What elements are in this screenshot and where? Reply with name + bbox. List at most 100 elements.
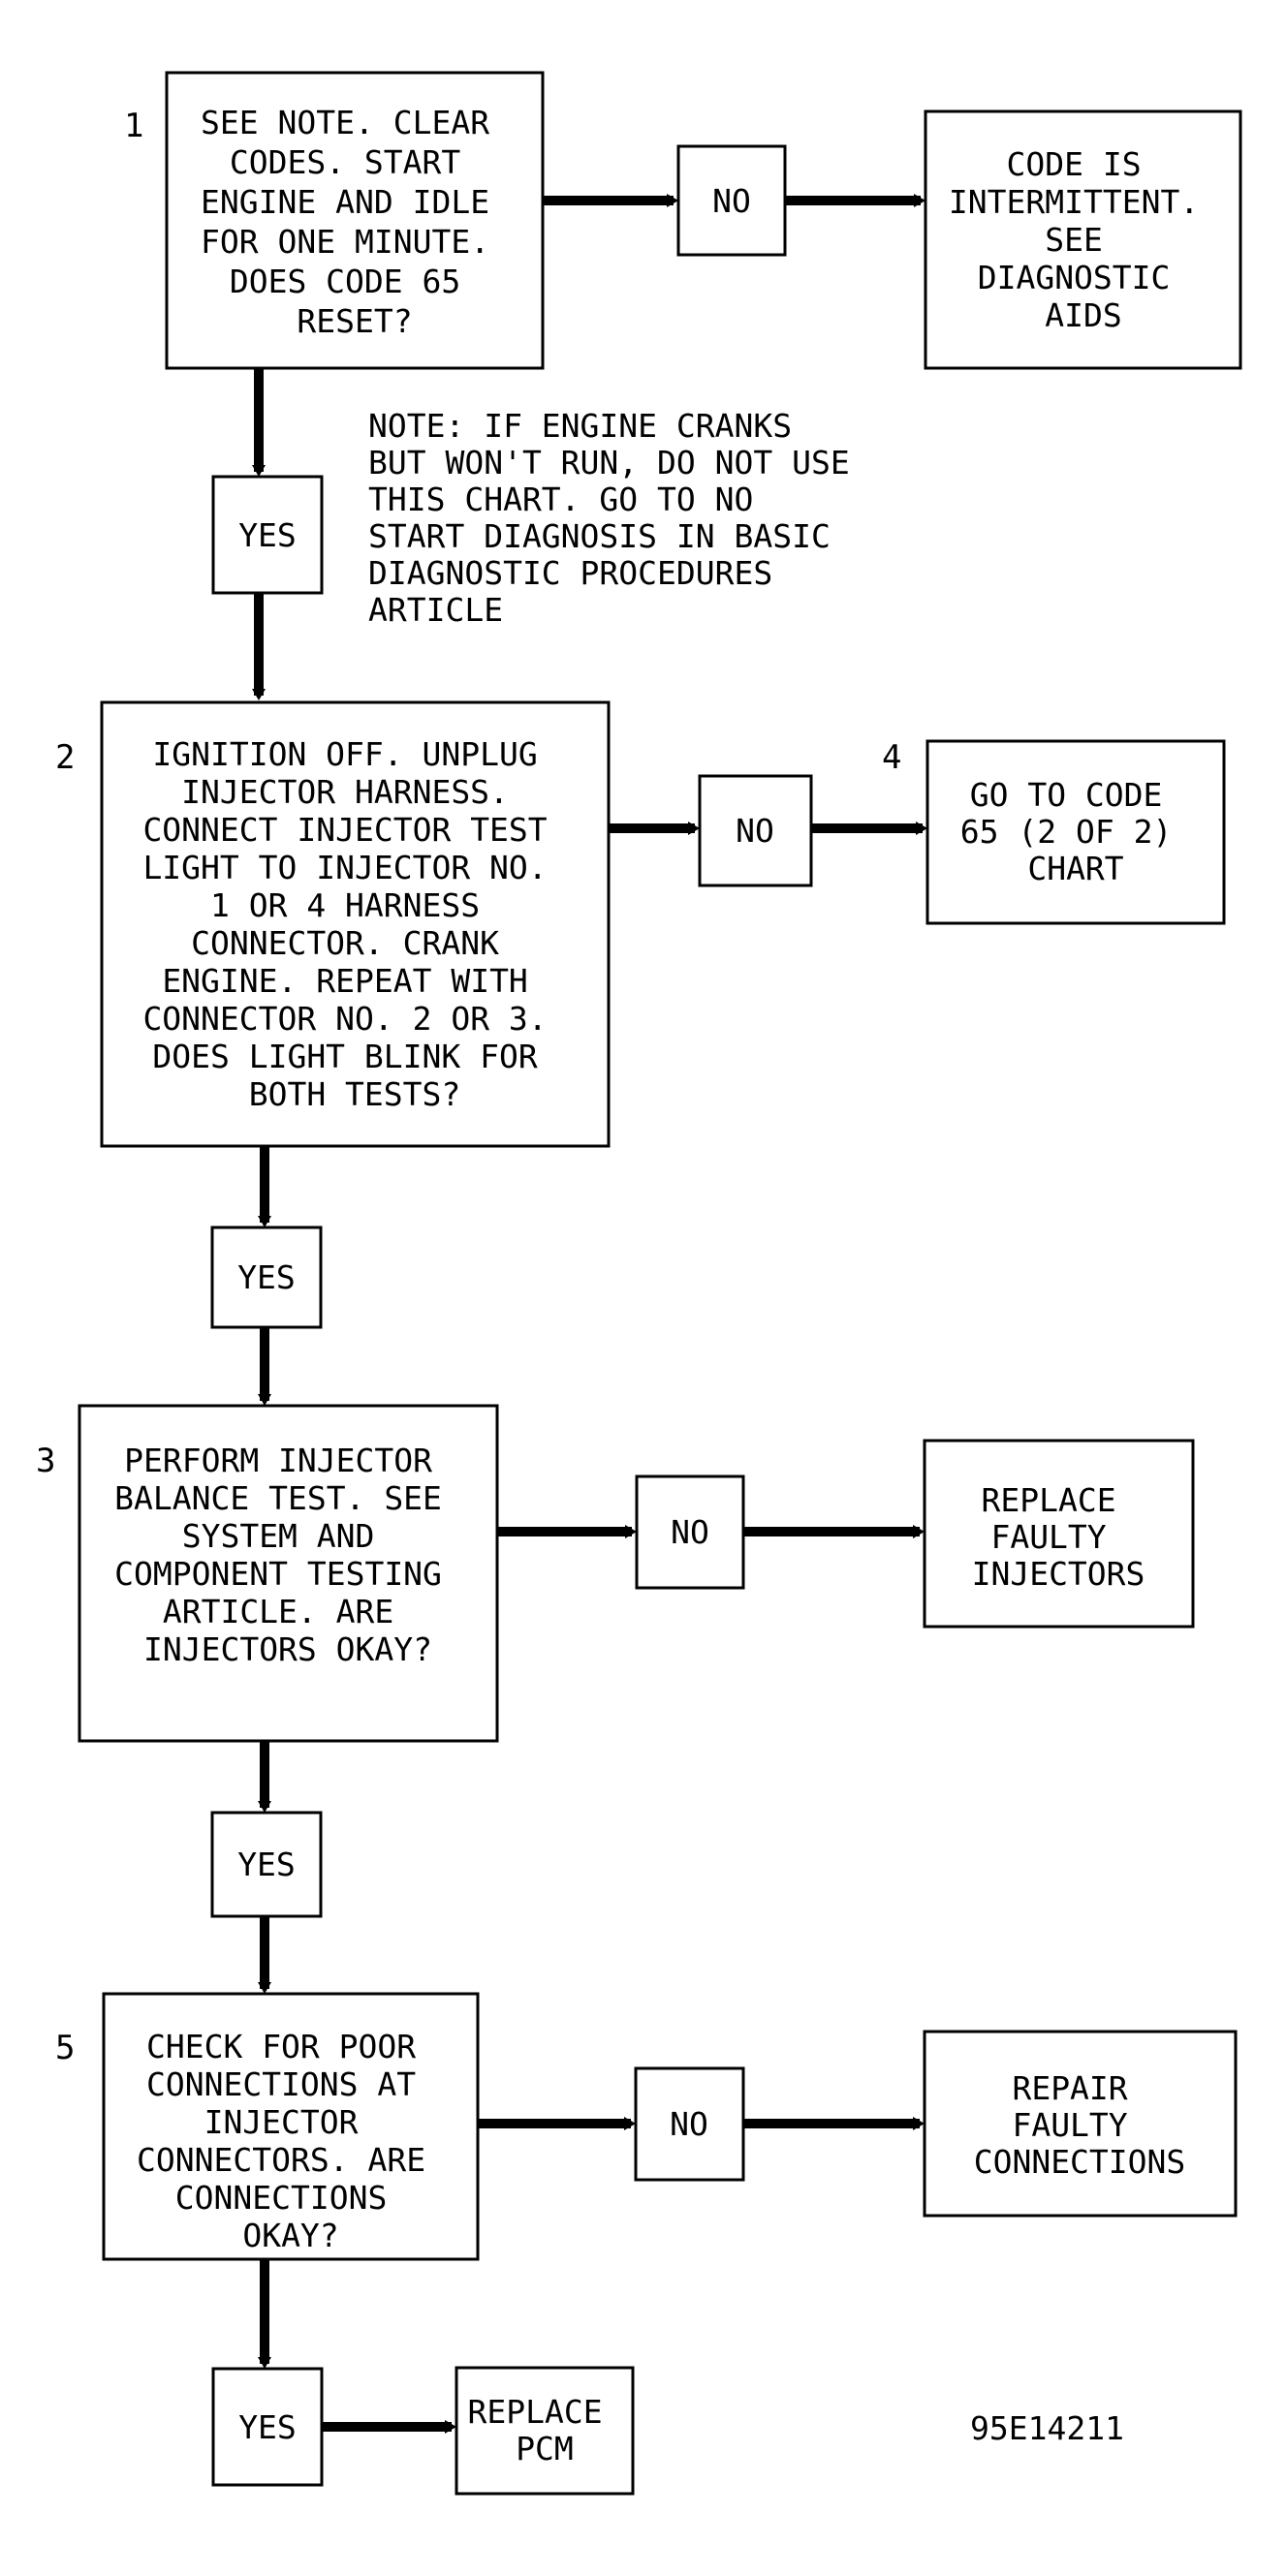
step2-line: 1 OR 4 HARNESS: [210, 886, 480, 924]
repair-connections-text: REPAIR FAULTY CONNECTIONS: [974, 2069, 1186, 2181]
step4-text: GO TO CODE 65 (2 OF 2) CHART: [960, 776, 1191, 887]
step2-line: BOTH TESTS?: [249, 1075, 461, 1113]
step3-box: [78, 1404, 499, 1743]
step2-line: CONNECTOR NO. 2 OR 3.: [142, 1000, 547, 1038]
intermittent-line: DIAGNOSTIC: [978, 259, 1171, 296]
step3-text: PERFORM INJECTOR BALANCE TEST. SEE SYSTE…: [114, 1442, 461, 1668]
step4-line: 65 (2 OF 2): [960, 813, 1173, 851]
repair-connections-line: CONNECTIONS: [974, 2143, 1186, 2181]
step5-yes-label: YES: [238, 2408, 297, 2446]
figure-id: 95E14211: [970, 2409, 1124, 2447]
step1-number: 1: [124, 107, 143, 145]
step4-line: CHART: [1027, 850, 1123, 887]
step1-line: DOES CODE 65: [230, 263, 460, 300]
arrowhead: [258, 1394, 271, 1406]
note-line: BUT WON'T RUN, DO NOT USE: [368, 444, 850, 481]
step2-line: CONNECT INJECTOR TEST: [142, 811, 547, 849]
step4-box: [925, 739, 1226, 925]
note-line: NOTE: IF ENGINE CRANKS: [368, 407, 792, 445]
step5-line: CHECK FOR POOR: [146, 2028, 416, 2065]
replace-pcm-line: REPLACE: [468, 2393, 603, 2431]
arrowhead: [258, 1982, 271, 1994]
step3-line: SYSTEM AND: [182, 1517, 375, 1555]
intermittent-line: AIDS: [1045, 296, 1121, 334]
arrowhead: [913, 2117, 925, 2130]
step2-line: DOES LIGHT BLINK FOR: [152, 1038, 537, 1075]
step5-yes-box: [211, 2367, 324, 2487]
step1-text: SEE NOTE. CLEAR CODES. START ENGINE AND …: [201, 104, 509, 340]
step2-line: IGNITION OFF. UNPLUG: [152, 735, 537, 773]
step5-line: CONNECTIONS: [175, 2179, 388, 2217]
step5-line: OKAY?: [242, 2217, 338, 2254]
replace-pcm-box: [455, 2366, 635, 2496]
intermittent-line: SEE: [1045, 221, 1103, 259]
note-line: ARTICLE: [368, 591, 503, 629]
repair-connections-box: [923, 2030, 1238, 2218]
intermittent-text: CODE IS INTERMITTENT. SEE DIAGNOSTIC AID…: [949, 145, 1218, 334]
arrowhead: [258, 1216, 271, 1227]
step5-text: CHECK FOR POOR CONNECTIONS AT INJECTOR C…: [137, 2028, 445, 2254]
step1-no-box: [676, 144, 787, 257]
step5-line: CONNECTORS. ARE: [137, 2141, 425, 2179]
repair-connections-line: REPAIR: [1012, 2069, 1127, 2107]
step3-no-box: [635, 1474, 745, 1590]
step1-box: [165, 71, 545, 370]
step3-line: INJECTORS OKAY?: [143, 1630, 432, 1668]
step1-line: SEE NOTE. CLEAR: [201, 104, 489, 141]
arrowhead: [667, 194, 678, 207]
step2-number: 2: [55, 738, 75, 777]
note-line: DIAGNOSTIC PROCEDURES: [368, 554, 772, 592]
step5-line: INJECTOR: [204, 2103, 359, 2141]
step3-no-label: NO: [671, 1513, 709, 1551]
step1-no-label: NO: [712, 182, 751, 220]
intermittent-box: [924, 109, 1242, 370]
arrowhead: [258, 1801, 271, 1813]
step2-no-box: [698, 774, 813, 887]
intermittent-line: CODE IS: [1007, 145, 1142, 183]
step5-number: 5: [55, 2029, 75, 2067]
arrowhead: [914, 194, 925, 207]
replace-injectors-line: INJECTORS: [972, 1555, 1145, 1593]
step2-line: CONNECTOR. CRANK: [191, 924, 499, 962]
step5-no-label: NO: [670, 2105, 708, 2143]
step2-line: INJECTOR HARNESS.: [181, 773, 509, 811]
step2-yes-box: [210, 1226, 323, 1329]
step5-box: [102, 1992, 480, 2261]
step2-line: LIGHT TO INJECTOR NO.: [142, 849, 547, 886]
replace-injectors-line: FAULTY: [990, 1518, 1106, 1556]
replace-pcm-line: PCM: [516, 2430, 574, 2467]
replace-injectors-line: REPLACE: [982, 1481, 1116, 1519]
step1-line: CODES. START: [230, 143, 461, 181]
note-line: THIS CHART. GO TO NO: [368, 481, 753, 518]
step2-line: ENGINE. REPEAT WITH: [162, 962, 528, 1000]
step3-line: ARTICLE. ARE: [163, 1593, 393, 1630]
step4-number: 4: [882, 738, 901, 777]
step1-line: ENGINE AND IDLE: [201, 183, 489, 221]
step5-no-box: [634, 2066, 745, 2182]
note-line: START DIAGNOSIS IN BASIC: [368, 517, 831, 555]
connectors: [252, 194, 927, 2434]
arrowhead: [258, 2357, 271, 2369]
step1-yes-box: [211, 475, 324, 595]
repair-connections-line: FAULTY: [1012, 2106, 1127, 2144]
arrowhead: [624, 2117, 636, 2130]
step3-number: 3: [36, 1442, 55, 1480]
replace-pcm-text: REPLACE PCM: [468, 2393, 622, 2467]
replace-injectors-box: [923, 1439, 1195, 1629]
arrowhead: [445, 2420, 456, 2434]
step5-line: CONNECTIONS AT: [146, 2065, 416, 2103]
replace-injectors-text: REPLACE FAULTY INJECTORS: [972, 1481, 1145, 1593]
step1-line: RESET?: [297, 302, 412, 340]
arrowhead: [252, 465, 266, 477]
step3-line: BALANCE TEST. SEE: [114, 1479, 442, 1517]
arrowhead: [252, 689, 266, 700]
step2-text: IGNITION OFF. UNPLUG INJECTOR HARNESS. C…: [142, 735, 566, 1113]
arrowhead: [916, 822, 927, 835]
step1-line: FOR ONE MINUTE.: [201, 223, 489, 261]
note-text: NOTE: IF ENGINE CRANKS BUT WON'T RUN, DO…: [368, 407, 869, 629]
step3-yes-box: [210, 1811, 323, 1918]
step2-box: [100, 700, 611, 1148]
step3-yes-label: YES: [237, 1846, 296, 1883]
step2-no-label: NO: [736, 812, 774, 850]
